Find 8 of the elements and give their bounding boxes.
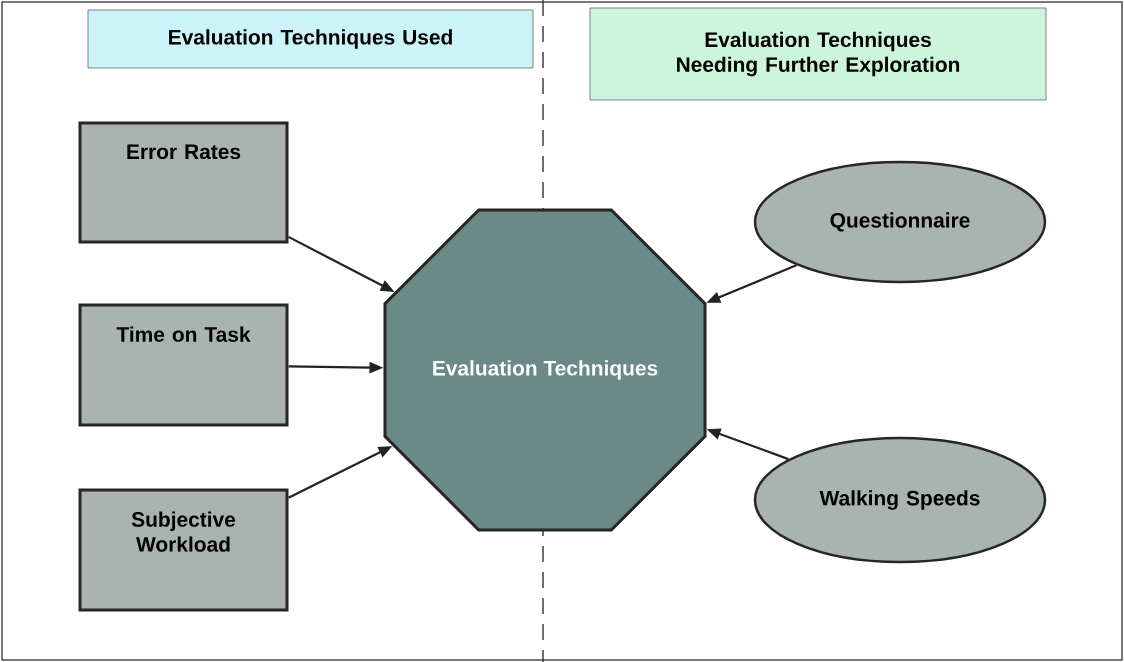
ellipse-node: Questionnaire [753,160,1047,284]
heading-box: Evaluation Techniques Used [87,9,534,69]
process-box: Error Rates [78,121,289,244]
process-box: Subjective Workload [78,488,289,612]
heading-box: Evaluation Techniques Needing Further Exploration [589,7,1047,101]
octagon-node: Evaluation Techniques [383,208,707,532]
ellipse-node: Walking Speeds [753,436,1047,564]
process-box: Time on Task [78,303,289,427]
